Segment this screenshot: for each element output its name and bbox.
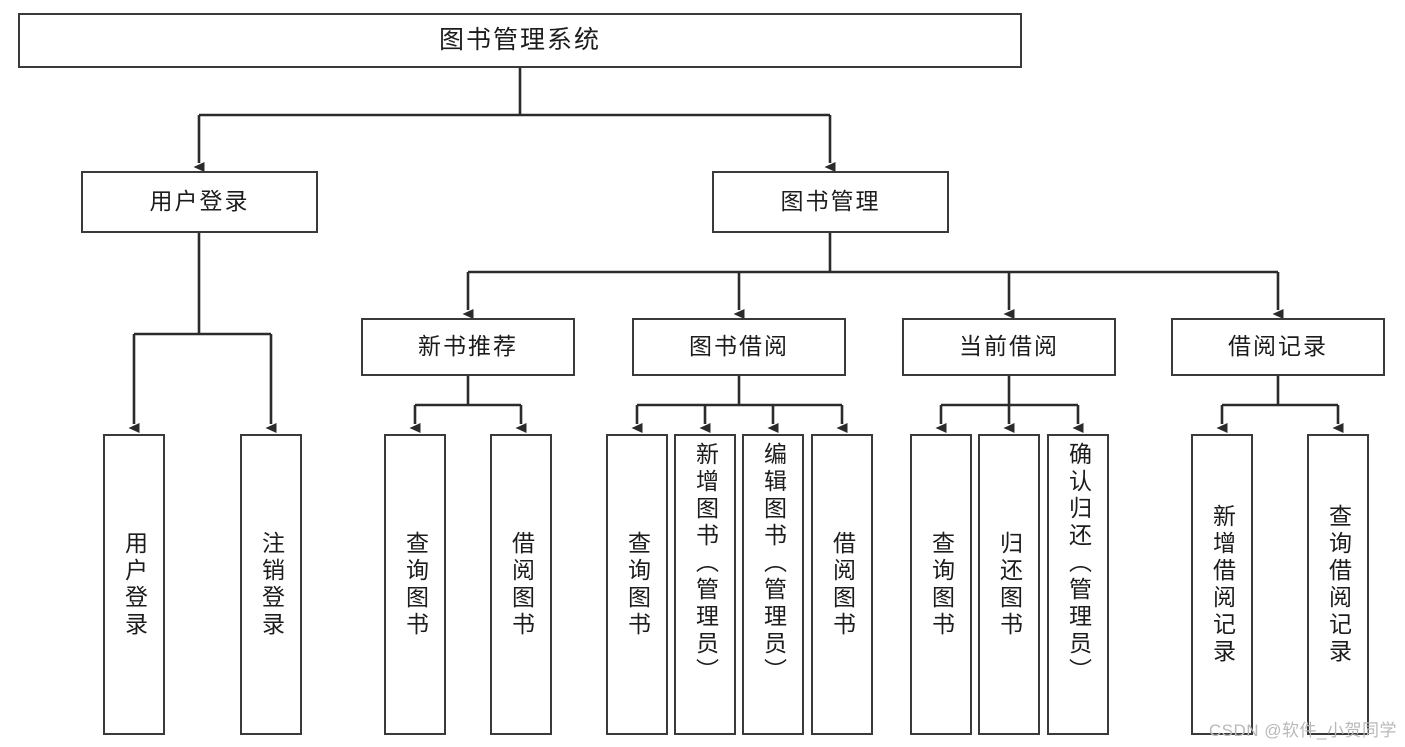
leaf-add-borrow-record[interactable]: 新增借阅记录 — [1191, 434, 1253, 735]
node-label: 用户登录 — [121, 530, 148, 639]
node-label: 当前借阅 — [959, 333, 1059, 360]
leaf-logout-login[interactable]: 注销登录 — [240, 434, 302, 735]
node-label: 借阅图书 — [829, 530, 856, 639]
node-label: 新增借阅记录 — [1209, 503, 1236, 666]
node-label: 查询图书 — [624, 530, 651, 639]
leaf-query-book-current[interactable]: 查询图书 — [910, 434, 972, 735]
node-current-borrowing[interactable]: 当前借阅 — [902, 318, 1116, 376]
node-label: 借阅图书 — [508, 530, 535, 639]
node-label: 新增图书（管理员） — [692, 442, 719, 685]
node-book-management[interactable]: 图书管理 — [712, 171, 949, 233]
leaf-confirm-return-admin[interactable]: 确认归还（管理员） — [1047, 434, 1109, 735]
leaf-query-borrow-record[interactable]: 查询借阅记录 — [1307, 434, 1369, 735]
node-borrowing-record[interactable]: 借阅记录 — [1171, 318, 1385, 376]
leaf-user-login[interactable]: 用户登录 — [103, 434, 165, 735]
node-label: 注销登录 — [258, 530, 285, 639]
node-user-login[interactable]: 用户登录 — [81, 171, 318, 233]
node-label: 图书管理 — [780, 188, 881, 215]
node-label: 查询图书 — [928, 530, 955, 639]
node-new-book-recommendation[interactable]: 新书推荐 — [361, 318, 575, 376]
node-label: 归还图书 — [996, 530, 1023, 639]
node-label: 用户登录 — [149, 188, 250, 215]
leaf-query-book-new-rec[interactable]: 查询图书 — [384, 434, 446, 735]
node-label: 图书借阅 — [689, 333, 789, 360]
watermark-csdn: CSDN @软件_小贺同学 — [1208, 721, 1397, 740]
leaf-query-book-borrowing[interactable]: 查询图书 — [606, 434, 668, 735]
leaf-edit-book-admin[interactable]: 编辑图书（管理员） — [742, 434, 804, 735]
leaf-return-book[interactable]: 归还图书 — [978, 434, 1040, 735]
node-label: 编辑图书（管理员） — [760, 442, 787, 685]
node-book-borrowing[interactable]: 图书借阅 — [632, 318, 846, 376]
leaf-borrow-book-borrowing[interactable]: 借阅图书 — [811, 434, 873, 735]
leaf-add-book-admin[interactable]: 新增图书（管理员） — [674, 434, 736, 735]
node-label: 确认归还（管理员） — [1065, 442, 1092, 685]
node-root-book-management-system[interactable]: 图书管理系统 — [18, 13, 1022, 68]
node-label: 图书管理系统 — [438, 25, 601, 54]
node-label: 查询图书 — [402, 530, 429, 639]
leaf-borrow-book-new-rec[interactable]: 借阅图书 — [490, 434, 552, 735]
node-label: 查询借阅记录 — [1325, 503, 1352, 666]
node-label: 新书推荐 — [418, 333, 518, 360]
node-label: 借阅记录 — [1228, 333, 1328, 360]
